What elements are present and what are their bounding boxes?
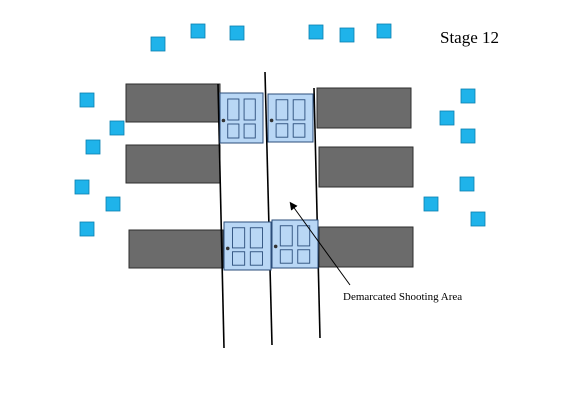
target-square <box>74 179 90 195</box>
wall-lines <box>217 71 321 349</box>
target-square <box>150 36 166 52</box>
door <box>267 93 314 143</box>
door <box>223 221 272 271</box>
door-knob <box>269 118 274 123</box>
wall-line-right <box>313 87 321 339</box>
door-panel <box>249 227 263 249</box>
door-panel <box>292 123 306 138</box>
target-square <box>190 23 206 39</box>
door-panel <box>243 98 256 121</box>
target-square <box>376 23 392 39</box>
door-panel <box>243 123 256 139</box>
door <box>271 219 319 269</box>
door-knob <box>225 246 230 251</box>
door-knob <box>221 118 226 123</box>
door-panel <box>279 249 293 264</box>
door-panel <box>297 249 311 264</box>
door-panel <box>275 99 289 121</box>
door-group <box>219 92 319 271</box>
target-square <box>439 110 455 126</box>
door-panel <box>227 123 240 139</box>
barrier-right-bottom <box>318 226 414 268</box>
stage-title: Stage 12 <box>440 28 499 47</box>
door <box>219 92 264 144</box>
target-square <box>423 196 439 212</box>
barrier-group <box>125 83 414 269</box>
target-square <box>460 128 476 144</box>
target-square <box>85 139 101 155</box>
door-frame <box>267 93 314 143</box>
door-panel <box>279 225 293 247</box>
wall-line-left <box>217 83 225 349</box>
wall-line-center <box>264 71 273 346</box>
barrier-right-middle <box>318 146 414 188</box>
door-panel <box>232 251 246 266</box>
door-panel <box>227 98 240 121</box>
target-square <box>105 196 121 212</box>
target-square <box>229 25 245 41</box>
target-square <box>79 92 95 108</box>
barrier-left-top <box>125 83 221 123</box>
target-square <box>460 88 476 104</box>
door-panel <box>292 99 306 121</box>
target-square <box>109 120 125 136</box>
target-square <box>470 211 486 227</box>
target-group <box>74 23 486 237</box>
target-square <box>459 176 475 192</box>
door-knob <box>273 244 278 249</box>
door-frame <box>219 92 264 144</box>
target-square <box>79 221 95 237</box>
target-square <box>308 24 324 40</box>
door-frame <box>271 219 319 269</box>
door-panel <box>232 227 246 249</box>
annotation-arrow <box>289 201 351 286</box>
barrier-left-middle <box>125 144 221 184</box>
door-panel <box>297 225 311 247</box>
barrier-right-top <box>316 87 412 129</box>
door-frame <box>223 221 272 271</box>
door-panel <box>275 123 289 138</box>
barrier-left-bottom <box>128 229 224 269</box>
door-panel <box>249 251 263 266</box>
annotation-label: Demarcated Shooting Area <box>343 291 462 303</box>
target-square <box>339 27 355 43</box>
